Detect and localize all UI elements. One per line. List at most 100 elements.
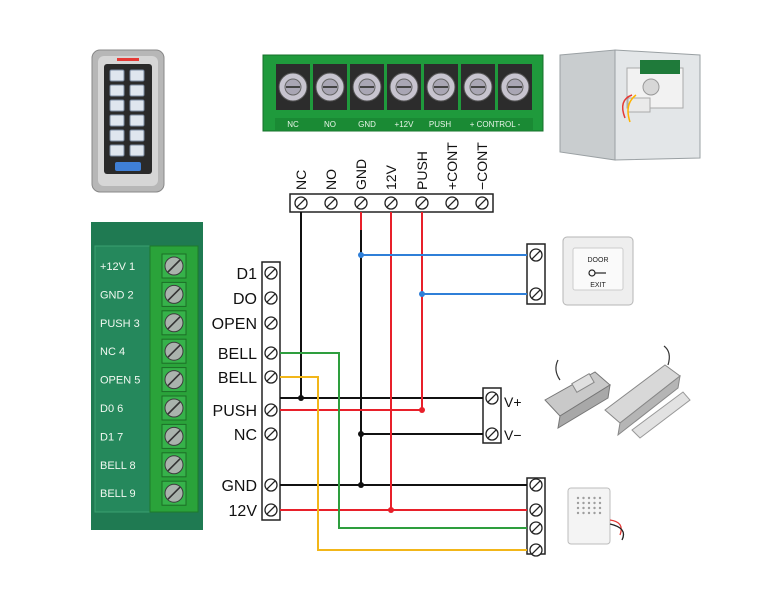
keypad-key [129,69,145,82]
keypad-icon [91,49,165,193]
keypad-key [109,129,125,142]
power-supply-box-icon [559,49,701,161]
pcb-row-label: D1 7 [100,431,123,443]
terminal-screw [498,64,532,110]
wire-red-12v [280,212,392,511]
keypad-key [109,99,125,112]
pcb-label: PUSH [429,120,451,129]
terminal-screw [264,370,278,384]
lock-terminal-label: V+ [504,394,522,410]
terminal-screw [424,64,458,110]
terminal-screw [384,196,398,210]
terminal-screw [350,64,384,110]
keypad-key [129,114,145,127]
pcb-row: NC 4 [100,338,187,364]
controller-terminal-label: GND [221,478,257,495]
controller-terminal-label: BELL [218,346,257,363]
controller-terminal-label: OPEN [212,316,257,333]
controller-terminal-label: DO [233,291,257,308]
pcb-row-label: +12V 1 [100,261,135,273]
pcb-label: +12V [395,120,415,129]
pcb-row: +12V 1 [100,253,187,279]
top-terminal-block: NC NO GND +12V PUSH + CONTROL - [262,54,544,132]
terminal-screw [529,503,543,517]
wire-label: −CONT [474,142,490,190]
wire-green-bell [280,352,527,529]
lock-terminals: V+ V− [482,387,522,444]
exit-button-icon: DOOR EXIT [562,236,634,306]
pcb-row: D1 7 [100,423,187,449]
pcb-row-label: BELL 9 [100,488,136,500]
pcb-row-label: NC 4 [100,346,125,358]
wire-yellow-bell [280,376,527,551]
pcb-label: + CONTROL - [470,120,521,129]
terminal-screw [529,478,543,492]
exit-button-terminals [526,243,546,305]
pcb-row: PUSH 3 [100,310,187,336]
pcb-row: D0 6 [100,395,187,421]
pcb-row-label: GND 2 [100,289,134,301]
keypad-key [129,84,145,97]
doorbell-icon [567,487,625,545]
pcb-row-label: OPEN 5 [100,375,140,387]
keypad-key [109,114,125,127]
terminal-screw [529,543,543,557]
terminal-screw [294,196,308,210]
terminal-screw [387,64,421,110]
electric-strike-icon [544,359,611,429]
terminal-screw [485,427,499,441]
pcb-label: NO [324,120,336,129]
pcb-row: OPEN 5 [100,367,187,393]
terminal-screw [445,196,459,210]
pcb-row: GND 2 [100,281,187,307]
pcb-label: NC [287,120,299,129]
wire-label: 12V [383,164,399,190]
magnetic-lock-icon [604,345,691,439]
wire-label: NO [323,169,339,190]
controller-terminal-label: NC [234,427,257,444]
keypad-key [109,84,125,97]
svg-text:EXIT: EXIT [590,282,606,289]
terminal-screw [529,248,543,262]
wires [280,212,527,551]
wire-label: +CONT [444,142,460,190]
controller-terminal-label: 12V [229,503,258,520]
pcb-row: BELL 8 [100,452,187,478]
terminal-screw [354,196,368,210]
keypad-key [129,144,145,157]
controller-terminal-label: D1 [237,266,258,283]
terminal-screw [485,391,499,405]
terminal-screw [461,64,495,110]
terminal-screw [415,196,429,210]
terminal-screw [264,266,278,280]
keypad-key [115,162,141,171]
terminal-screw [264,427,278,441]
controller-terminal-label: BELL [218,370,257,387]
wire-label: PUSH [414,151,430,190]
terminal-screw [264,346,278,360]
terminal-screw [264,503,278,517]
terminal-screw [264,403,278,417]
lock-terminal-label: V− [504,427,522,443]
bell-terminals [526,477,546,557]
terminal-screw [264,316,278,330]
pcb-label: GND [358,120,376,129]
terminal-screw [276,64,310,110]
svg-text:DOOR: DOOR [588,257,609,264]
pcb-row-label: BELL 8 [100,460,136,472]
terminal-screw [264,478,278,492]
wire-label: GND [353,159,369,190]
terminal-screw [475,196,489,210]
keypad-key [129,99,145,112]
keypad-key [109,144,125,157]
pcb-row: BELL 9 [100,480,187,506]
keypad-key [109,69,125,82]
pcb-row-label: PUSH 3 [100,318,140,330]
terminal-screw [529,287,543,301]
terminal-screw [264,291,278,305]
terminal-screw [324,196,338,210]
controller-pcb: +12V 1 GND 2 PUSH 3 NC 4 OPEN 5 D0 6 D1 7 BELL … [91,222,203,530]
terminal-screw [313,64,347,110]
